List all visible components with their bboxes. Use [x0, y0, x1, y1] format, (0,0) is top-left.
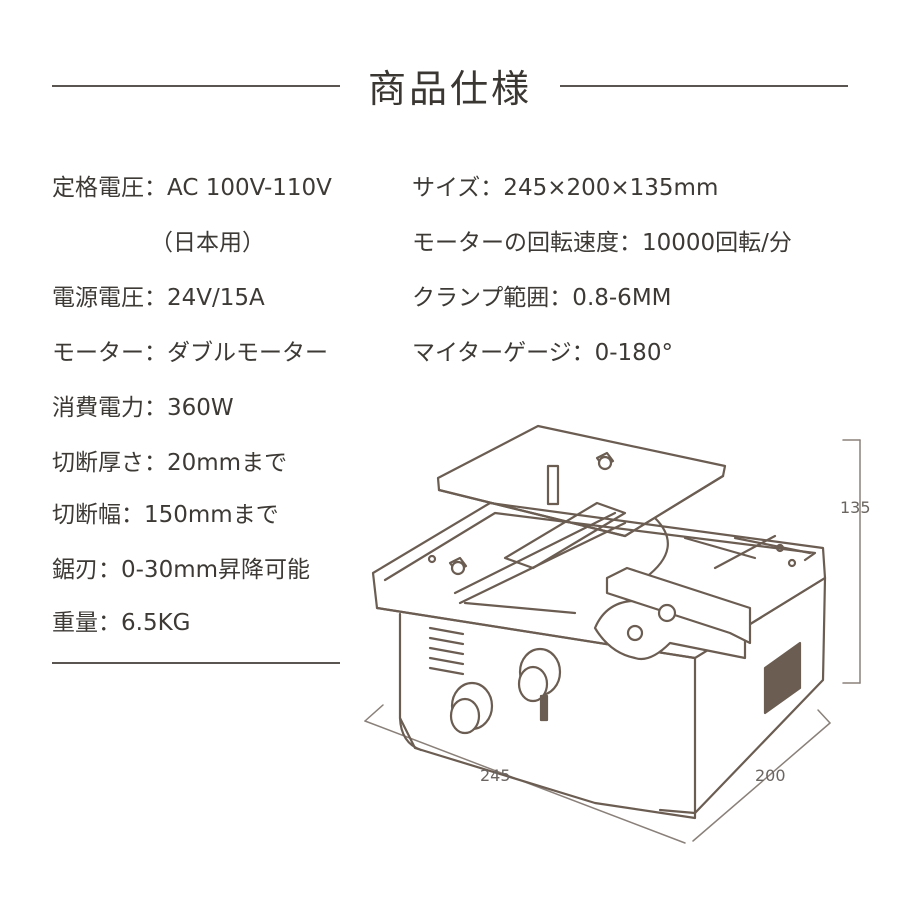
spec-miter-gauge: マイターゲージ：0-180°: [412, 340, 673, 366]
spec-motor: モーター：ダブルモーター: [52, 340, 328, 366]
spec-power-supply: 電源電圧：24V/15A: [52, 285, 265, 311]
spec-rated-voltage: 定格電圧：AC 100V-110V: [52, 175, 332, 201]
title-rule-right: [560, 85, 848, 87]
spec-divider: [52, 662, 340, 664]
dimension-length-line: [364, 704, 686, 844]
miter-gauge: [593, 566, 752, 661]
dimension-height-label: 135: [840, 498, 871, 517]
spec-clamp-range: クランプ範囲：0.8-6MM: [412, 285, 672, 311]
control-knob-left: [449, 681, 494, 735]
control-knob-right: [517, 647, 562, 722]
spec-cutting-width: 切断幅：150mmまで: [52, 502, 279, 528]
dimension-depth-line: [692, 709, 831, 842]
dimension-length-label: 245: [480, 766, 511, 785]
spec-rated-voltage-note: （日本用）: [150, 230, 265, 256]
spec-weight: 重量：6.5KG: [52, 610, 191, 636]
spec-motor-speed: モーターの回転速度：10000回転/分: [412, 230, 792, 256]
title-section: 商品仕様: [0, 50, 900, 120]
base-body: [371, 501, 827, 820]
dimension-depth-label: 200: [755, 766, 786, 785]
table-surface: [383, 511, 817, 615]
spec-size: サイズ：245×200×135mm: [412, 175, 719, 201]
wing-nut-left: [448, 556, 468, 576]
table-saw-illustration: [364, 424, 861, 844]
dimension-height-line: [842, 439, 861, 684]
page-title: 商品仕様: [367, 67, 532, 111]
title-rule-left: [52, 85, 340, 87]
wing-nut-top: [595, 451, 615, 471]
spec-power-consumption: 消費電力：360W: [52, 395, 234, 421]
spec-blade: 鋸刃：0-30mm昇降可能: [52, 557, 311, 583]
spec-cutting-thickness: 切断厚さ：20mmまで: [52, 450, 288, 476]
